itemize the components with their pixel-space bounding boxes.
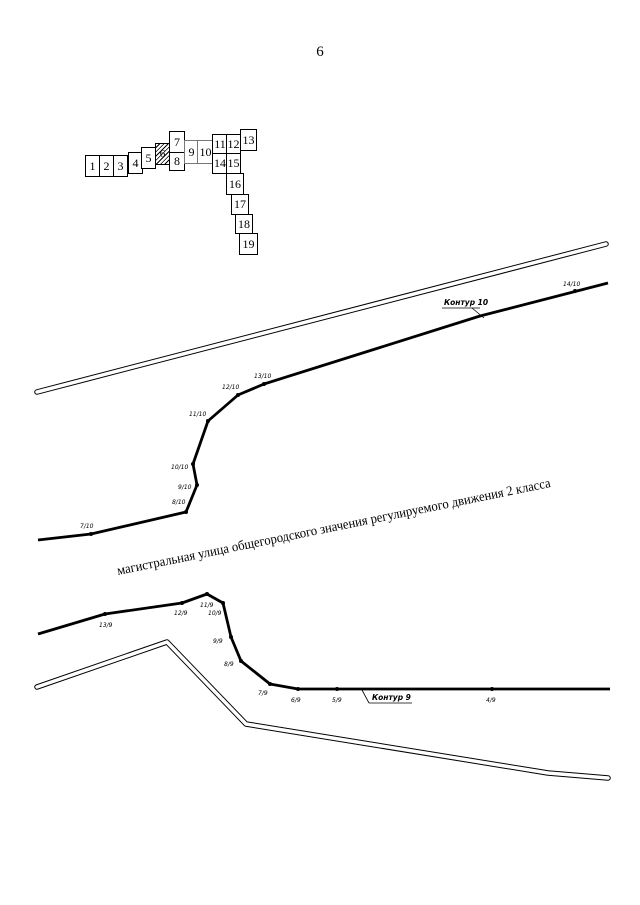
vertex-10-10 (191, 462, 195, 466)
label-10-9: 10/9 (208, 610, 222, 617)
contour-9-line (37, 592, 610, 691)
key-sheet-16[interactable]: 16 (226, 173, 244, 195)
label-9-9: 9/9 (213, 638, 223, 645)
label-6-9: 6/9 (291, 697, 301, 704)
label-4-9: 4/9 (486, 697, 496, 704)
vertex-9-10 (195, 483, 199, 487)
vertex-11-9 (205, 592, 209, 596)
key-sheet-15[interactable]: 15 (226, 153, 241, 174)
vertex-9-9 (229, 635, 233, 639)
vertex-13-9 (103, 612, 107, 616)
contour-9-label: Контур 9 (372, 693, 411, 702)
contour-9-labels: 13/9 12/9 11/9 10/9 9/9 8/9 7/9 6/9 5/9 … (99, 602, 496, 704)
contour-10-label: Контур 10 (444, 298, 488, 307)
vertex-8-9 (239, 659, 243, 663)
key-sheet-18[interactable]: 18 (235, 214, 253, 234)
label-11-9: 11/9 (200, 602, 214, 609)
contour-9-vertices (103, 592, 494, 691)
key-sheet-6-label: 6 (159, 148, 166, 160)
vertex-11-10 (206, 419, 210, 423)
label-12-9: 12/9 (174, 610, 188, 617)
vertex-7-9 (268, 682, 272, 686)
label-12-10: 12/10 (222, 384, 239, 391)
key-sheet-19[interactable]: 19 (239, 233, 258, 255)
label-8-10: 8/10 (172, 499, 186, 506)
vertex-10-9 (221, 601, 225, 605)
contour-10-labels: 7/10 8/10 9/10 10/10 11/10 12/10 13/10 1… (80, 281, 580, 530)
contour-9-callout: Контур 9 (361, 689, 412, 704)
vertex-4-9 (490, 687, 494, 691)
label-8-9: 8/9 (224, 661, 234, 668)
vertex-13-10 (262, 382, 266, 386)
label-5-9: 5/9 (332, 697, 342, 704)
key-sheet-3[interactable]: 3 (113, 155, 128, 177)
upper-road-edge (34, 241, 609, 395)
vertex-7-10 (89, 532, 93, 536)
key-sheet-5[interactable]: 5 (141, 147, 156, 169)
label-13-9: 13/9 (99, 622, 113, 629)
label-7-9: 7/9 (258, 690, 268, 697)
key-sheet-13[interactable]: 13 (240, 129, 257, 151)
vertex-5-9 (335, 687, 339, 691)
vertex-6-9 (296, 687, 300, 691)
label-7-10: 7/10 (80, 523, 94, 530)
label-11-10: 11/10 (189, 411, 206, 418)
vertex-12-10 (236, 393, 240, 397)
label-9-10: 9/10 (178, 484, 192, 491)
lower-road-edge (34, 639, 611, 781)
contour-10-line (37, 281, 609, 542)
contour-10-vertices (89, 289, 577, 536)
vertex-14-10 (573, 289, 577, 293)
page-number: 6 (316, 44, 324, 60)
label-14-10: 14/10 (563, 281, 580, 288)
key-sheet-2[interactable]: 2 (99, 155, 114, 177)
label-13-10: 13/10 (254, 373, 271, 380)
label-10-10: 10/10 (171, 464, 188, 471)
vertex-8-10 (184, 510, 188, 514)
vertex-12-9 (180, 601, 184, 605)
contour-10-callout: Контур 10 (442, 298, 488, 319)
